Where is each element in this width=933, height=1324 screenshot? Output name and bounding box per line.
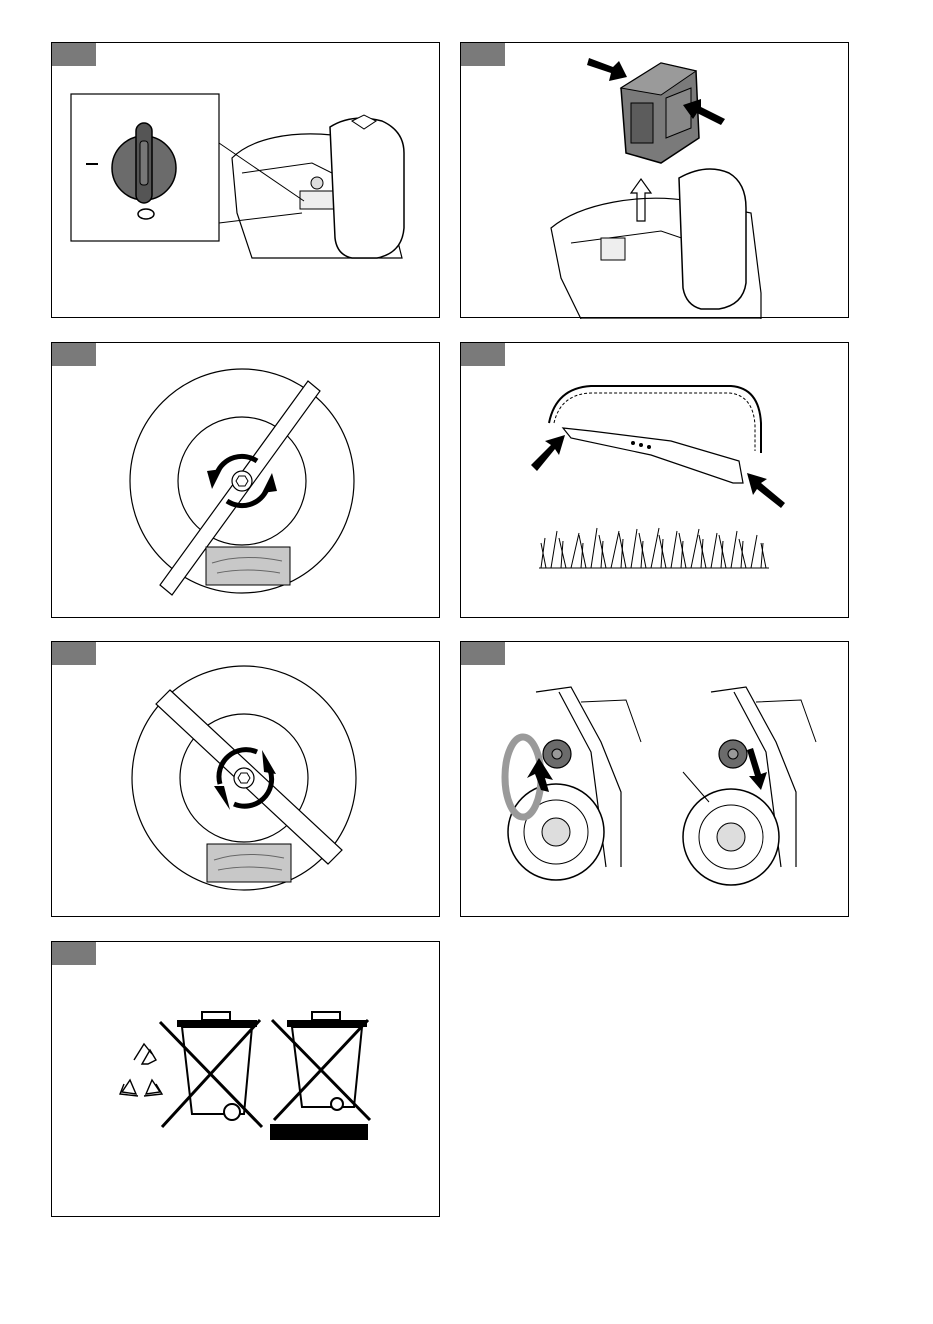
figure-panel-6 [460,641,849,917]
black-bar [270,1124,368,1140]
recycle-icon [120,1044,162,1096]
blade-icon [563,428,743,483]
figure-panel-7 [51,941,440,1217]
arrow-icon [531,435,565,471]
crossed-bin-icon [160,1012,262,1127]
arrow-icon [631,179,651,221]
arrow-icon [747,748,767,790]
blade-loosen-illustration [52,343,441,619]
battery-removal-illustration [461,43,850,319]
crossed-bin-icon [270,1012,370,1140]
cutting-height-illustration [461,642,850,918]
disposal-symbols-illustration [52,942,441,1218]
figure-panel-3 [51,342,440,618]
battery-icon [621,63,699,163]
blade-orientation-illustration [461,343,850,619]
arrow-icon [587,58,627,81]
grass-icon [539,528,769,568]
figure-panel-1 [51,42,440,318]
figure-panel-5 [51,641,440,917]
safety-key-illustration [52,43,441,319]
arrow-icon [747,473,785,508]
wood-block [206,547,290,585]
wood-block [207,844,291,882]
figure-panel-2 [460,42,849,318]
blade-tighten-illustration [52,642,441,918]
figure-panel-4 [460,342,849,618]
